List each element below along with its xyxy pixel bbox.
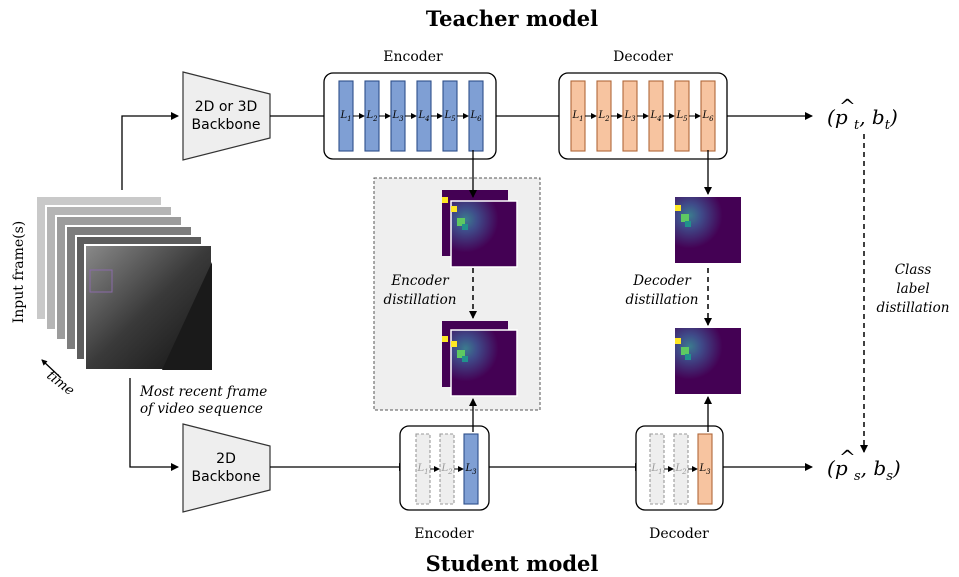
student-decoder-heatmap (675, 328, 741, 394)
student-backbone-label-1: 2D (216, 451, 236, 467)
svg-text:^: ^ (839, 445, 856, 469)
student-backbone (182, 423, 271, 513)
encoder-distillation-label-1: Encoder (390, 273, 450, 289)
input-frames-stack (35, 195, 213, 371)
teacher-encoder-heatmap (442, 190, 518, 268)
svg-text:(p t, bt): (p t, bt) (827, 105, 898, 133)
teacher-encoder-layer-6 (468, 80, 484, 152)
decoder-distillation-label-1: Decoder (632, 273, 692, 289)
student-title: Student model (426, 551, 599, 576)
student-encoder-heatmap (442, 321, 518, 397)
student-decoder-layer-1 (649, 433, 665, 505)
student-encoder-layer-2 (439, 433, 455, 505)
class-distillation-label-1: Class (895, 262, 932, 278)
svg-text:^: ^ (839, 94, 856, 118)
recent-frame-label-2: of video sequence (140, 401, 263, 417)
student-decoder-layer-2 (673, 433, 689, 505)
student-decoder-label: Decoder (649, 526, 709, 542)
class-distillation-label-3: distillation (877, 300, 950, 316)
input-to-student-arrow (129, 378, 179, 471)
teacher-output: (p t, bt) ^ (827, 94, 898, 133)
teacher-backbone-label-1: 2D or 3D (195, 99, 258, 115)
student-encoder-layer-3 (463, 433, 479, 505)
student-encoder-layer-1 (415, 433, 431, 505)
time-arrow (41, 359, 62, 379)
teacher-backbone-label-2: Backbone (192, 117, 261, 133)
input-frames-label: Input frame(s) (11, 221, 27, 324)
recent-frame-label-1: Most recent frame (139, 384, 267, 400)
teacher-title: Teacher model (426, 6, 598, 31)
teacher-encoder-label: Encoder (383, 49, 443, 65)
student-backbone-label-2: Backbone (192, 469, 261, 485)
class-distillation-label-2: label (896, 281, 929, 297)
encoder-distillation-label-2: distillation (384, 292, 457, 308)
teacher-decoder-heatmap (675, 197, 741, 263)
student-decoder-layer-3 (697, 433, 713, 505)
student-encoder-label: Encoder (414, 526, 474, 542)
time-label: time (44, 368, 78, 399)
teacher-backbone (182, 71, 271, 161)
teacher-decoder-label: Decoder (613, 49, 673, 65)
input-to-teacher-arrow (121, 112, 179, 190)
decoder-distillation-label-2: distillation (626, 292, 699, 308)
